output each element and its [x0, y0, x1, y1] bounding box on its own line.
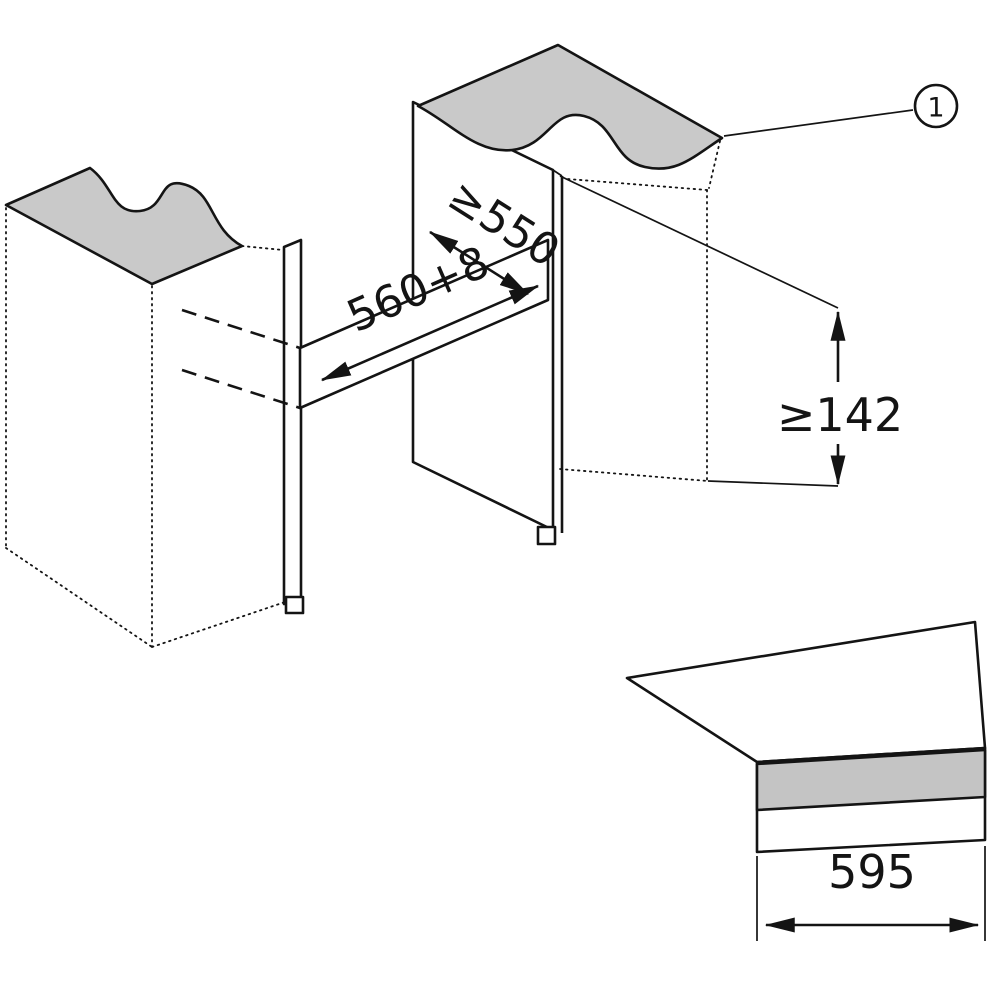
dim-label-niche-height: ≥142: [777, 388, 903, 442]
worktop-right: [416, 43, 724, 170]
callout-group: 1: [723, 83, 959, 137]
appliance-front-trim: [755, 748, 987, 812]
left-cabinet-hidden-edge: [241, 245, 284, 251]
cabinet-side-panel: [282, 238, 303, 606]
hidden-shelf-dashed-line: [181, 308, 301, 350]
worktop-left: [4, 166, 244, 286]
hidden-shelf-dashed-line: [181, 368, 301, 410]
niche-panel-thickness-edge: [552, 169, 563, 177]
niche-panel-foot: [536, 525, 557, 546]
niche-hidden-edge: [708, 140, 721, 189]
niche-hidden-bottom-edge: [559, 468, 709, 482]
left-cabinet-hidden-edge: [151, 600, 289, 648]
left-cabinet-group: [4, 166, 305, 648]
dim-label-appliance-width: 595: [828, 845, 916, 899]
appliance-drawer-group: [625, 620, 987, 854]
callout-circle: [913, 83, 959, 129]
cabinet-side-panel-foot: [284, 595, 305, 615]
extension-line-niche-bottom: [707, 480, 839, 487]
appliance-dimension-group: 595: [756, 845, 986, 941]
niche-hidden-edge: [567, 178, 708, 191]
appliance-top-face: [625, 620, 987, 764]
callout-number: 1: [927, 93, 944, 124]
callout-leader-line: [723, 109, 914, 137]
left-cabinet-hidden-edge: [5, 547, 153, 648]
dim-arrow-niche-width: [320, 284, 540, 382]
extension-line-niche-top: [559, 175, 839, 309]
dim-arrow-niche-depth: [428, 230, 530, 296]
